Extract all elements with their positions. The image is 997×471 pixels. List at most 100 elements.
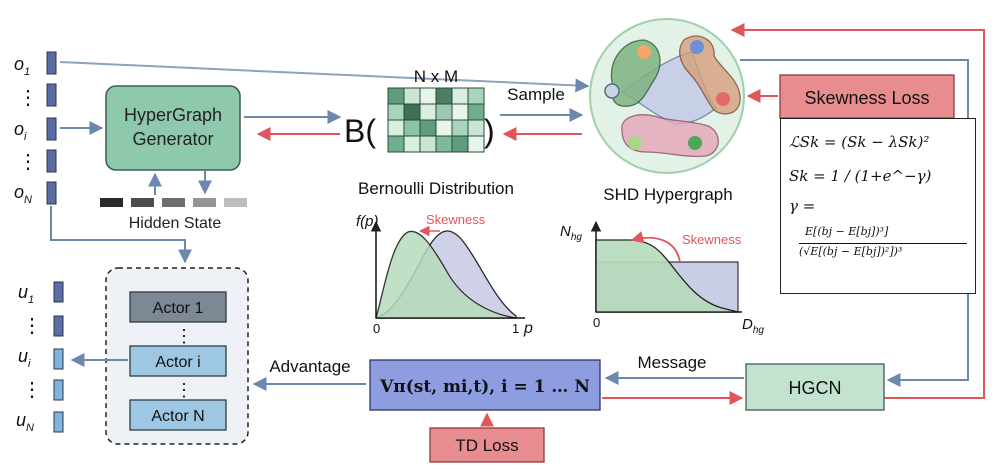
left-plot-tick-one: 1 [512,321,519,336]
hgcn-label: HGCN [789,378,842,398]
advantage-label: Advantage [269,357,350,376]
matrix-cell [467,119,485,137]
bernoulli-suffix: ) [484,113,495,149]
observation-bar-2 [46,83,57,107]
skewness-loss-label: Skewness Loss [804,88,929,108]
observation-ellipsis-2: ⋮ [18,151,38,173]
actor-ellipsis-1: ⋮ [175,326,193,346]
matrix-cell [435,135,453,153]
matrix-cell [467,135,485,153]
matrix-cell [435,87,453,105]
formula-numerator: E[(bj − E[bj])³] [805,225,889,238]
matrix-size-label: N x M [414,67,458,86]
matrix-cell [387,87,405,105]
action-bar-3 [53,348,64,370]
actor-1-label: Actor 1 [153,300,204,317]
action-ellipsis-2: ⋮ [22,379,42,401]
td-loss-label: TD Loss [455,436,518,455]
generator-label-line2: Generator [132,129,213,149]
action-column: u1 ⋮ ui ⋮ uN [16,281,64,434]
matrix-cell [387,135,405,153]
formula-fraction-bar [799,243,967,244]
observation-label-i: oi [14,119,27,143]
observation-ellipsis-1: ⋮ [18,87,38,109]
bernoulli-prefix: B( [344,113,376,149]
action-bar-4 [53,379,64,401]
message-label: Message [638,353,707,372]
obs-to-hypergraph-line [59,61,590,93]
action-bar-5 [53,411,64,433]
observation-label-n: oN [14,182,32,206]
action-ellipsis-1: ⋮ [22,315,42,337]
matrix-cell [419,87,437,105]
observation-bar-3 [46,117,57,141]
matrix-cell [403,103,421,121]
matrix-cell [419,119,437,137]
value-function-box [369,359,601,411]
generator-label-line1: HyperGraph [124,105,222,125]
left-plot-green-curve [375,230,517,319]
observation-bar-4 [46,149,57,173]
matrix-cell [451,119,469,137]
matrix-cell [387,119,405,137]
observation-bar-1 [46,51,57,75]
matrix-cell [403,119,421,137]
right-plot [590,220,742,313]
actor-i-box [129,345,227,377]
matrix-cell [403,87,421,105]
formula-line-1: ℒSk = (Sk − λSk)² [789,133,930,151]
bernoulli-matrix [387,87,485,153]
value-function-label: Vπ(st, mi,t), i = 1 … N [379,377,590,397]
right-plot-xlabel: Dhg [742,316,764,336]
matrix-cell [419,103,437,121]
actor-n-label: Actor N [151,408,204,425]
matrix-cell [387,103,405,121]
observation-bar-5 [46,181,57,205]
matrix-cell [419,135,437,153]
action-bar-1 [53,281,64,303]
left-plot-tick-zero: 0 [373,321,380,336]
matrix-cell [435,119,453,137]
matrix-cell [467,103,485,121]
hypergraph-caption: SHD Hypergraph [603,185,732,204]
matrix-cell [451,135,469,153]
action-label-n: uN [16,410,34,434]
action-bar-2 [53,315,64,337]
observation-column: o1 ⋮ oi ⋮ oN [14,51,57,206]
formula-line-2: Sk = 1 / (1+e^−γ) [789,167,932,185]
actor-i-label: Actor i [155,354,200,371]
matrix-cell [451,87,469,105]
right-plot-ylabel: Nhg [560,223,582,243]
bernoulli-caption: Bernoulli Distribution [358,179,514,198]
hypergraph-generator-box [105,85,241,171]
action-label-i: ui [18,346,31,370]
left-plot-xlabel: p [523,320,533,337]
formula-denominator: (√E[(bj − E[bj])²])³ [799,245,903,258]
left-plot-ylabel: f(p) [356,213,379,230]
actor-ellipsis-2: ⋮ [175,380,193,400]
matrix-cell [467,87,485,105]
sample-label: Sample [507,85,565,104]
td-loss-box [429,427,545,463]
obs-to-actors-line [50,206,192,264]
actor-1-box [129,291,227,323]
matrix-cell [403,135,421,153]
actor-n-box [129,399,227,431]
hidden-state-blocks [100,198,247,207]
right-plot-annotation: Skewness [682,232,742,247]
skewness-formula-box: ℒSk = (Sk − λSk)² Sk = 1 / (1+e^−γ) γ = … [780,118,976,294]
hidden-state-label: Hidden State [129,215,222,232]
matrix-cell [435,103,453,121]
skewness-loss-box [779,74,955,119]
hgcn-box [745,363,885,411]
matrix-cell [451,103,469,121]
left-plot-annotation: Skewness [426,212,486,227]
shd-hypergraph [589,18,745,174]
left-plot [370,220,525,319]
formula-line-3: γ = [789,197,816,215]
right-plot-tick-zero: 0 [593,315,600,330]
action-label-1: u1 [18,282,34,306]
observation-label-1: o1 [14,54,30,78]
